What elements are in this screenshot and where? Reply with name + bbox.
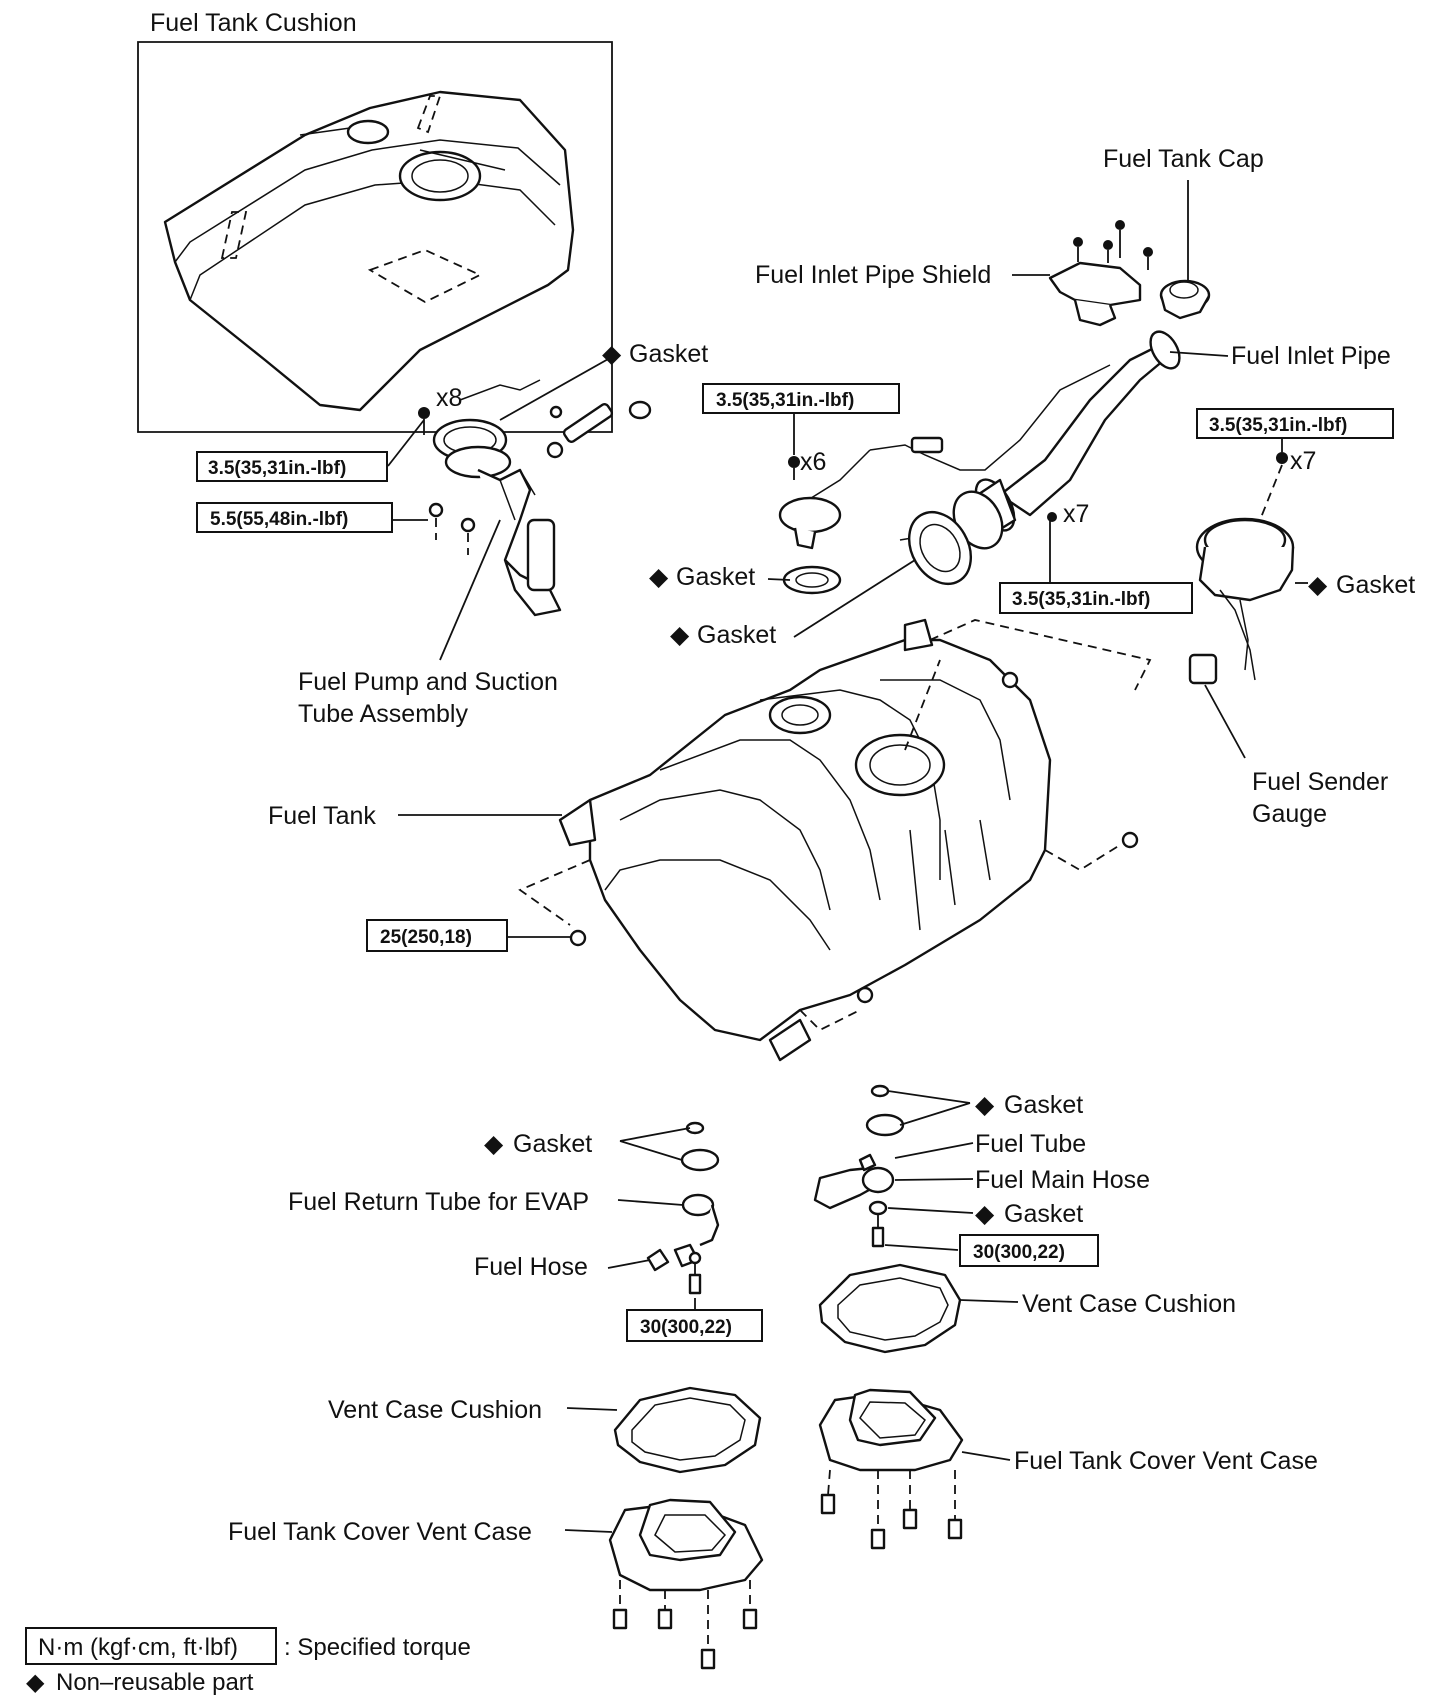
legend-non-reusable-mark: ◆ (26, 1669, 45, 1696)
non-reusable-mark-gasket-left: ◆ (649, 563, 669, 591)
non-reusable-mark-gasket-center: ◆ (670, 621, 690, 649)
label-gasket-right-top: Gasket (1004, 1091, 1083, 1119)
torque-box-tank-bolt (366, 919, 508, 952)
leader-lines (387, 180, 1308, 1533)
inlet-plate-x6 (778, 456, 842, 550)
label-fuel-pump-line1: Fuel Pump and Suction (298, 668, 558, 696)
legend-torque-box (25, 1627, 277, 1665)
label-fuel-tube: Fuel Tube (975, 1130, 1086, 1158)
torque-pump-bolts: 3.5(35,31in.-lbf) (208, 458, 346, 479)
torque-box-main-hose-bolt (959, 1234, 1099, 1267)
label-qty-x7-sender: x7 (1290, 447, 1316, 475)
torque-box-inlet-x6 (702, 383, 900, 414)
label-vent-case-cushion-left: Vent Case Cushion (328, 1396, 542, 1424)
label-fuel-tank-cover-vent-case-left: Fuel Tank Cover Vent Case (228, 1518, 532, 1546)
fuel-inlet-pipe-shield-part (1048, 220, 1153, 327)
label-fuel-sender-line1: Fuel Sender (1252, 768, 1388, 796)
torque-box-pump-nuts (196, 502, 393, 533)
label-fuel-tank-cover-vent-case-right: Fuel Tank Cover Vent Case (1014, 1447, 1318, 1475)
legend-non-reusable-text: Non–reusable part (56, 1669, 254, 1696)
label-gasket-pump: Gasket (629, 340, 708, 368)
label-gasket-sender: Gasket (1336, 571, 1415, 599)
fuel-tank-part (518, 618, 1152, 1062)
label-vent-case-cushion-right: Vent Case Cushion (1022, 1290, 1236, 1318)
label-gasket-center: Gasket (697, 621, 776, 649)
label-qty-x7-inlet: x7 (1063, 500, 1089, 528)
fuel-inlet-pipe-part (789, 330, 1181, 550)
label-fuel-tank-cushion: Fuel Tank Cushion (150, 9, 357, 37)
non-reusable-mark-gasket-evap: ◆ (484, 1130, 504, 1158)
non-reusable-mark-gasket-sender: ◆ (1308, 571, 1328, 599)
non-reusable-mark-gasket-right-top: ◆ (975, 1091, 995, 1119)
label-gasket-right-bottom: Gasket (1004, 1200, 1083, 1228)
label-fuel-return-tube: Fuel Return Tube for EVAP (288, 1188, 589, 1216)
torque-box-evap-bolt (626, 1309, 763, 1342)
fuel-tank-cap-part (1159, 279, 1211, 320)
fuel-tank-cushion-inset: Fuel Tank Cushion (137, 9, 613, 433)
torque-tank-bolt: 25(250,18) (380, 927, 472, 948)
label-fuel-tank: Fuel Tank (268, 802, 376, 830)
fuel-pump-suction-tube-assembly (432, 379, 652, 617)
torque-inlet-x7: 3.5(35,31in.-lbf) (1012, 589, 1150, 610)
label-qty-x8: x8 (436, 384, 462, 412)
label-fuel-inlet-pipe-shield: Fuel Inlet Pipe Shield (755, 261, 991, 289)
torque-inlet-x6: 3.5(35,31in.-lbf) (716, 390, 854, 411)
fuel-tank-cover-vent-case-left-part (608, 1498, 764, 1670)
label-fuel-inlet-pipe: Fuel Inlet Pipe (1231, 342, 1391, 370)
torque-pump-nuts: 5.5(55,48in.-lbf) (210, 509, 348, 530)
label-gasket-evap: Gasket (513, 1130, 592, 1158)
label-qty-x6: x6 (800, 448, 826, 476)
label-fuel-hose: Fuel Hose (474, 1253, 588, 1281)
fuel-tank-cover-vent-case-right-part (818, 1388, 964, 1550)
inlet-gaskets (782, 511, 1057, 595)
label-fuel-tank-cap: Fuel Tank Cap (1103, 145, 1264, 173)
torque-box-inlet-x7 (999, 582, 1193, 614)
torque-main-hose-bolt: 30(300,22) (973, 1242, 1065, 1263)
label-gasket-left: Gasket (676, 563, 755, 591)
legend-torque-desc: : Specified torque (284, 1634, 471, 1661)
part-labels: Fuel Tank Cap Fuel Inlet Pipe Shield Fue… (228, 145, 1415, 1546)
torque-evap-bolt: 30(300,22) (640, 1317, 732, 1338)
fuel-sender-gauge-part (1188, 452, 1295, 685)
evap-group-left (646, 1121, 720, 1295)
torque-specs: 3.5(35,31in.-lbf) 5.5(55,48in.-lbf) 3.5(… (196, 383, 1394, 1342)
vent-case-cushion-right-part (818, 1263, 962, 1354)
legend-torque-units: N·m (kgf·cm, ft·lbf) (38, 1634, 238, 1661)
label-fuel-main-hose: Fuel Main Hose (975, 1166, 1150, 1194)
torque-sender-x7: 3.5(35,31in.-lbf) (1209, 415, 1347, 436)
non-reusable-mark-gasket-pump: ◆ (602, 340, 622, 368)
vent-case-cushion-left-part (613, 1386, 762, 1474)
torque-box-pump-bolts (196, 451, 388, 482)
non-reusable-mark-gasket-right-bottom: ◆ (975, 1200, 995, 1228)
torque-box-sender-x7 (1196, 408, 1394, 439)
legend: N·m (kgf·cm, ft·lbf) : Specified torque … (25, 1627, 471, 1696)
pump-bolts (418, 407, 476, 555)
label-fuel-pump-line2: Tube Assembly (298, 700, 468, 728)
evap-group-right (813, 1084, 905, 1248)
label-fuel-sender-line2: Gauge (1252, 800, 1327, 828)
